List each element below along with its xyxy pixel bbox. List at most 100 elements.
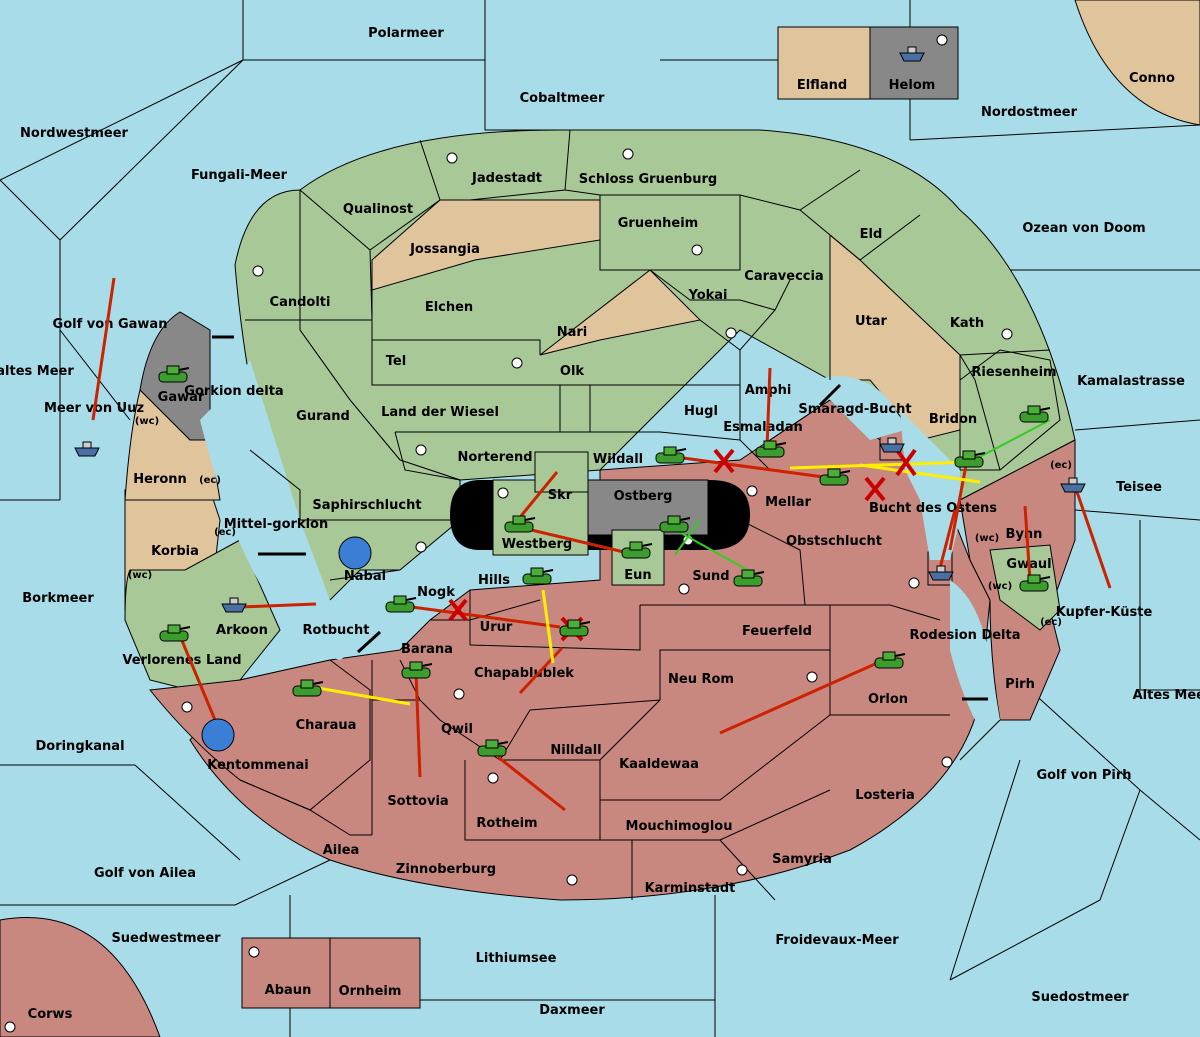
ship-icon[interactable]	[899, 46, 925, 62]
dislodged-marker	[201, 718, 235, 752]
land-label: Utar	[855, 314, 888, 329]
land-label: Riesenheim	[971, 365, 1056, 380]
rodesion-bay	[950, 580, 1000, 720]
land-label: Rotheim	[476, 816, 537, 831]
south-red-base	[189, 399, 991, 901]
supply-centers	[4, 34, 1013, 1033]
land-label: Samyria	[772, 852, 832, 867]
sea-label: Lithiumsee	[476, 951, 557, 966]
land-label: Skr	[548, 488, 573, 503]
tank-icon[interactable]	[559, 619, 591, 637]
tank-icon[interactable]	[477, 739, 509, 757]
land-label: Westberg	[502, 537, 572, 552]
land-label: Gawar	[158, 390, 205, 405]
land-label: Zinnoberburg	[396, 862, 496, 877]
land-label: Chapablublek	[474, 666, 574, 681]
land-label: Urur	[480, 620, 513, 635]
land-label: Qualinost	[343, 202, 413, 217]
land-label: Caraveccia	[744, 269, 823, 284]
tank-icon[interactable]	[954, 450, 986, 468]
sea-label: Nordostmeer	[981, 105, 1078, 120]
eun-region	[611, 529, 665, 586]
land-label: Kath	[950, 316, 984, 331]
tank-icon[interactable]	[522, 567, 554, 585]
sea-label: Ozean von Doom	[1022, 221, 1145, 236]
land-label: Gruenheim	[618, 216, 698, 231]
sea-label: Borkmeer	[22, 591, 94, 606]
sea-label: Golf von Ailea	[94, 866, 196, 881]
land-label: Ornheim	[339, 984, 402, 999]
land-label: Verlorenes Land	[122, 653, 241, 668]
land-label: Eun	[624, 568, 651, 583]
land-label: Obstschlucht	[786, 534, 882, 549]
land-label: Bridon	[929, 412, 977, 427]
sea-label: Altes Meer	[1133, 688, 1200, 703]
army-units	[158, 365, 1051, 757]
sea-label: Golf von Gawan	[53, 317, 168, 332]
tank-icon[interactable]	[1019, 574, 1051, 592]
tank-icon[interactable]	[621, 541, 653, 559]
tank-icon[interactable]	[504, 515, 536, 533]
land-label: Charaua	[296, 718, 357, 733]
land-label: Abaun	[265, 983, 312, 998]
land-label: Elchen	[425, 300, 473, 315]
land-label: Nari	[557, 325, 588, 340]
land-label: Mellar	[765, 495, 811, 510]
tank-icon[interactable]	[659, 515, 691, 533]
land-label: Orlon	[868, 692, 908, 707]
land-label: Karminstadt	[645, 881, 736, 896]
land-label: Qwil	[441, 722, 473, 737]
tank-icon[interactable]	[292, 679, 324, 697]
tank-icon[interactable]	[385, 595, 417, 613]
ship-icon[interactable]	[1060, 477, 1086, 493]
tank-icon[interactable]	[158, 365, 190, 383]
tank-icon[interactable]	[819, 468, 851, 486]
ship-icon[interactable]	[74, 441, 100, 457]
tank-icon[interactable]	[1019, 405, 1051, 423]
tank-icon[interactable]	[733, 569, 765, 587]
tank-icon[interactable]	[401, 661, 433, 679]
dislodged-marker	[338, 536, 372, 570]
sea-label: Suedostmeer	[1031, 990, 1129, 1005]
tank-icon[interactable]	[655, 446, 687, 464]
support-orders	[317, 460, 981, 706]
land-label: Kentommenai	[207, 758, 308, 773]
land-label: Elfland	[797, 78, 847, 93]
ship-icon[interactable]	[221, 597, 247, 613]
coast-tag: (ec)	[214, 527, 236, 538]
land-label: Gurand	[296, 409, 350, 424]
land-label: Corws	[28, 1007, 73, 1022]
ship-icon[interactable]	[928, 565, 954, 581]
sea-label: Suedwestmeer	[111, 931, 221, 946]
land-borders	[239, 129, 1051, 901]
sea-label: Kupfer-Küste	[1056, 605, 1153, 620]
attack-orders	[91, 277, 1112, 812]
fleet-units	[74, 46, 1086, 613]
land-label: Norterend	[457, 450, 532, 465]
sea-label: Bucht des Ostens	[869, 501, 997, 516]
land-label: Feuerfeld	[742, 624, 812, 639]
land-label: Losteria	[855, 788, 915, 803]
land-label: Ailea	[323, 843, 360, 858]
land-labels: Jadestadt Schloss Gruenburg Qualinost Jo…	[28, 71, 1175, 1022]
coast-tag: (wc)	[975, 533, 999, 544]
land-label: Hills	[478, 573, 510, 588]
crossing-arrows	[212, 335, 988, 701]
land-label: Helom	[889, 78, 936, 93]
sea-label: Smaragd-Bucht	[798, 402, 911, 417]
coast-tag: (ec)	[1040, 617, 1062, 628]
tank-icon[interactable]	[755, 440, 787, 458]
ship-icon[interactable]	[879, 437, 905, 453]
coast-tags: (wc) (ec) (ec) (wc) (ec) (wc) (wc) (ec)	[128, 416, 1072, 628]
land-label: Kaaldewaa	[619, 757, 699, 772]
sea-label: Nordwestmeer	[20, 126, 128, 141]
land-label: Eld	[860, 227, 883, 242]
sea-label: Daxmeer	[539, 1003, 605, 1018]
land-label: Mouchimoglou	[626, 819, 733, 834]
tank-icon[interactable]	[874, 651, 906, 669]
sea-label: Gorkion delta	[184, 384, 283, 399]
sea-label: Rodesion Delta	[909, 628, 1020, 643]
tank-icon[interactable]	[159, 624, 191, 642]
